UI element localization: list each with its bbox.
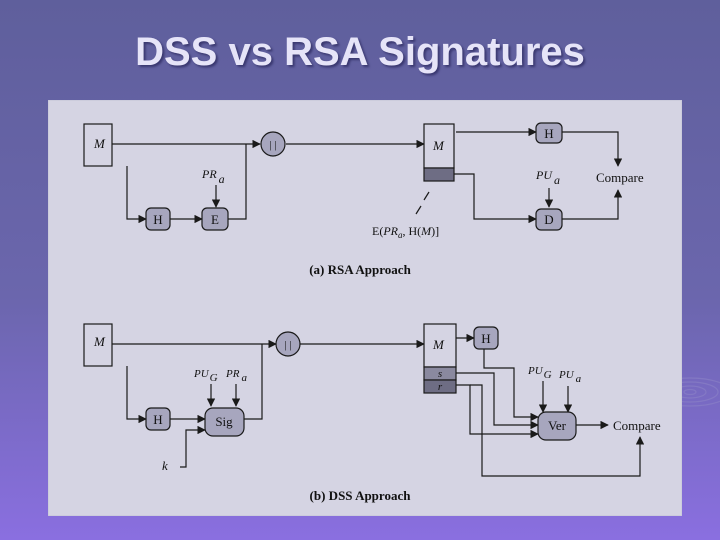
- dss-arrow-r-to-ver: [456, 384, 539, 439]
- panel-background: [48, 100, 682, 516]
- rsa-sig-leader-2: [415, 205, 422, 215]
- rsa-arrow-d-to-compare: [562, 189, 623, 220]
- dss-received-message-box: [423, 323, 457, 368]
- dss-r-box: [423, 379, 457, 394]
- rsa-encrypt-label: E: [211, 212, 219, 227]
- rsa-concat-node: [260, 131, 286, 157]
- rsa-decrypt-node: [535, 208, 563, 231]
- dss-k-label: k: [162, 458, 168, 473]
- dss-message-label: M: [93, 334, 106, 349]
- dss-verify-label: Ver: [548, 418, 567, 433]
- dss-hash-label: H: [153, 412, 162, 427]
- rsa-concat-label: | |: [269, 139, 276, 151]
- rsa-decrypt-label: D: [544, 212, 553, 227]
- dss-recv-hash-label: H: [481, 331, 490, 346]
- slide-title: DSS vs RSA Signatures: [135, 30, 585, 74]
- rsa-nodes: [83, 122, 563, 231]
- dss-compare-label: Compare: [613, 418, 661, 433]
- dss-sign-label: Sig: [215, 414, 233, 429]
- rsa-arrow-h-to-compare: [562, 131, 623, 167]
- dss-caption: (b) DSS Approach: [310, 488, 412, 503]
- rsa-arrow-m-to-hash: [126, 166, 147, 224]
- rsa-recv-hash-label: H: [544, 126, 553, 141]
- rsa-sig-leader-1: [423, 191, 430, 201]
- rsa-signature-box: [423, 167, 455, 182]
- dss-verify-node: [537, 411, 577, 441]
- dss-hash-node: [145, 407, 171, 431]
- dss-recv-hash-node: [473, 326, 499, 350]
- dss-message-box: [83, 323, 113, 367]
- dss-diagram: [112, 333, 645, 477]
- rsa-caption: (a) RSA Approach: [309, 262, 411, 277]
- rsa-compare-label: Compare: [596, 170, 644, 185]
- rsa-arrow-sig-to-d: [454, 173, 537, 224]
- dss-r-label: r: [438, 381, 443, 393]
- dss-recv-global-key-label: PUG: [527, 365, 552, 381]
- rsa-diagram: [112, 127, 623, 224]
- dss-concat-node: [275, 331, 301, 357]
- rsa-arrow-e-to-concat: [228, 144, 247, 220]
- rsa-recv-hash-node: [535, 122, 563, 144]
- rsa-message-box: [83, 123, 113, 167]
- dss-arrow-h-to-ver: [483, 349, 539, 422]
- dss-arrow-sig-to-concat: [244, 344, 263, 420]
- dss-arrow-r-to-compare: [470, 384, 645, 477]
- dss-received-message-label: M: [432, 337, 445, 352]
- dss-concat-label: | |: [284, 339, 291, 351]
- rsa-signature-label: E(PRa, H(M)]: [372, 224, 439, 240]
- dss-arrow-m-to-hash: [126, 366, 147, 424]
- dss-arrow-s-to-ver: [456, 372, 539, 430]
- dss-s-label: s: [438, 368, 442, 380]
- rsa-message-label: M: [93, 136, 106, 151]
- dss-nodes: [83, 323, 577, 441]
- dss-arrow-k-to-sig: [180, 425, 206, 468]
- rsa-encrypt-node: [201, 207, 229, 231]
- rsa-hash-node: [145, 207, 171, 231]
- dss-global-key-label: PUG: [193, 368, 218, 384]
- rsa-hash-label: H: [153, 212, 162, 227]
- rsa-received-message-box: [423, 123, 455, 169]
- dss-sign-node: [204, 407, 245, 437]
- rsa-received-message-label: M: [432, 138, 445, 153]
